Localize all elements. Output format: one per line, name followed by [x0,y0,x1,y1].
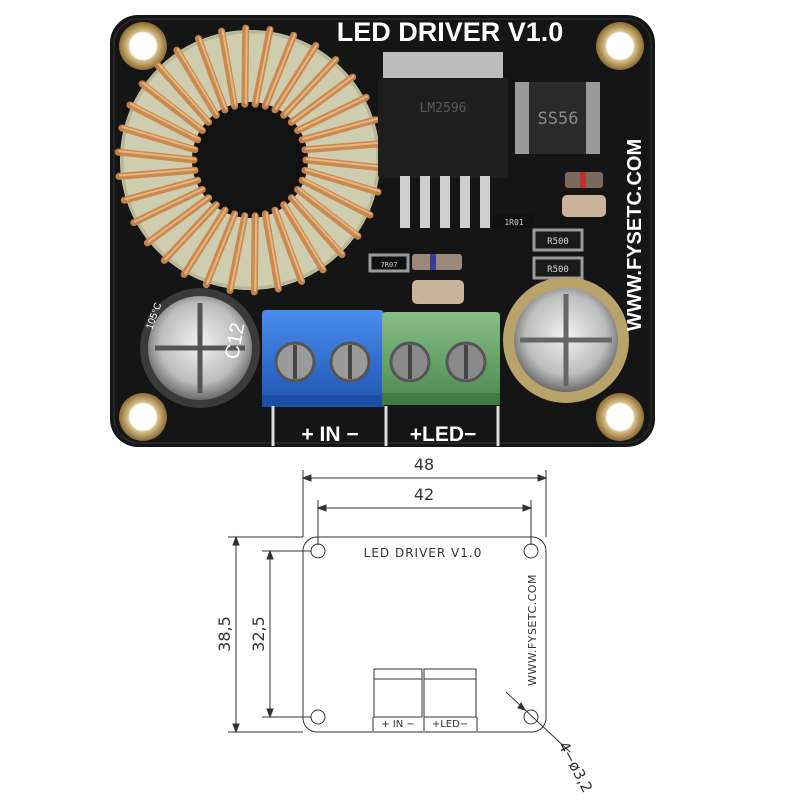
resistor-r500-b: R500 [547,265,569,275]
drawing-title: LED DRIVER V1.0 [364,546,483,560]
label-led-silkscreen: +LED− [410,423,477,446]
drawing-hole-tr [523,543,539,559]
mount-hole-bottom-right [596,393,644,441]
mount-hole-top-left [119,22,167,70]
drawing-hole-br [523,709,539,725]
drawing-label-in: + IN − [381,719,415,730]
capacitor-left: C12 105°C [140,288,260,408]
svg-text:7R07: 7R07 [381,261,398,269]
drawing-terminal-led [423,668,477,718]
website-silkscreen: WWW.FYSETC.COM [624,139,646,331]
dim-width-outer: 48 [414,455,434,474]
dim-height-holes: 32,5 [249,616,268,652]
drawing-website: WWW.FYSETC.COM [526,574,539,686]
terminal-block-in [262,310,384,407]
drawing-board-outline [302,536,547,733]
pcb-photo: LED DRIVER V1.0 LM2596 SS56 [110,15,655,447]
drawing-hole-tl [310,543,326,559]
toroid-inductor [114,24,386,296]
dim-hole-callout: 4−ø3,2 [554,738,596,795]
svg-text:LM2596: LM2596 [420,101,467,116]
regulator-ic: LM2596 [378,52,508,228]
dimension-drawing [228,470,571,753]
mount-hole-bottom-left [119,393,167,441]
svg-text:1R01: 1R01 [504,218,523,227]
resistor-r500-a: R500 [547,237,569,247]
smd-components: 1R01 R500 R500 7R07 [368,172,606,304]
board-title-silkscreen: LED DRIVER V1.0 [337,17,564,47]
drawing-hole-bl [310,709,326,725]
schottky-diode: SS56 [515,82,600,154]
mount-hole-top-right [596,22,644,70]
svg-text:SS56: SS56 [538,109,579,129]
terminal-block-led [382,312,500,405]
drawing-terminal-in [373,668,423,718]
dimension-labels: LED DRIVER V1.0 WWW.FYSETC.COM + IN − +L… [215,455,596,796]
dim-width-holes: 42 [414,485,434,504]
dim-height-outer: 38,5 [215,616,234,652]
drawing-label-led: +LED− [432,719,468,730]
label-in-silkscreen: + IN − [301,423,358,446]
capacitor-right [503,277,629,403]
